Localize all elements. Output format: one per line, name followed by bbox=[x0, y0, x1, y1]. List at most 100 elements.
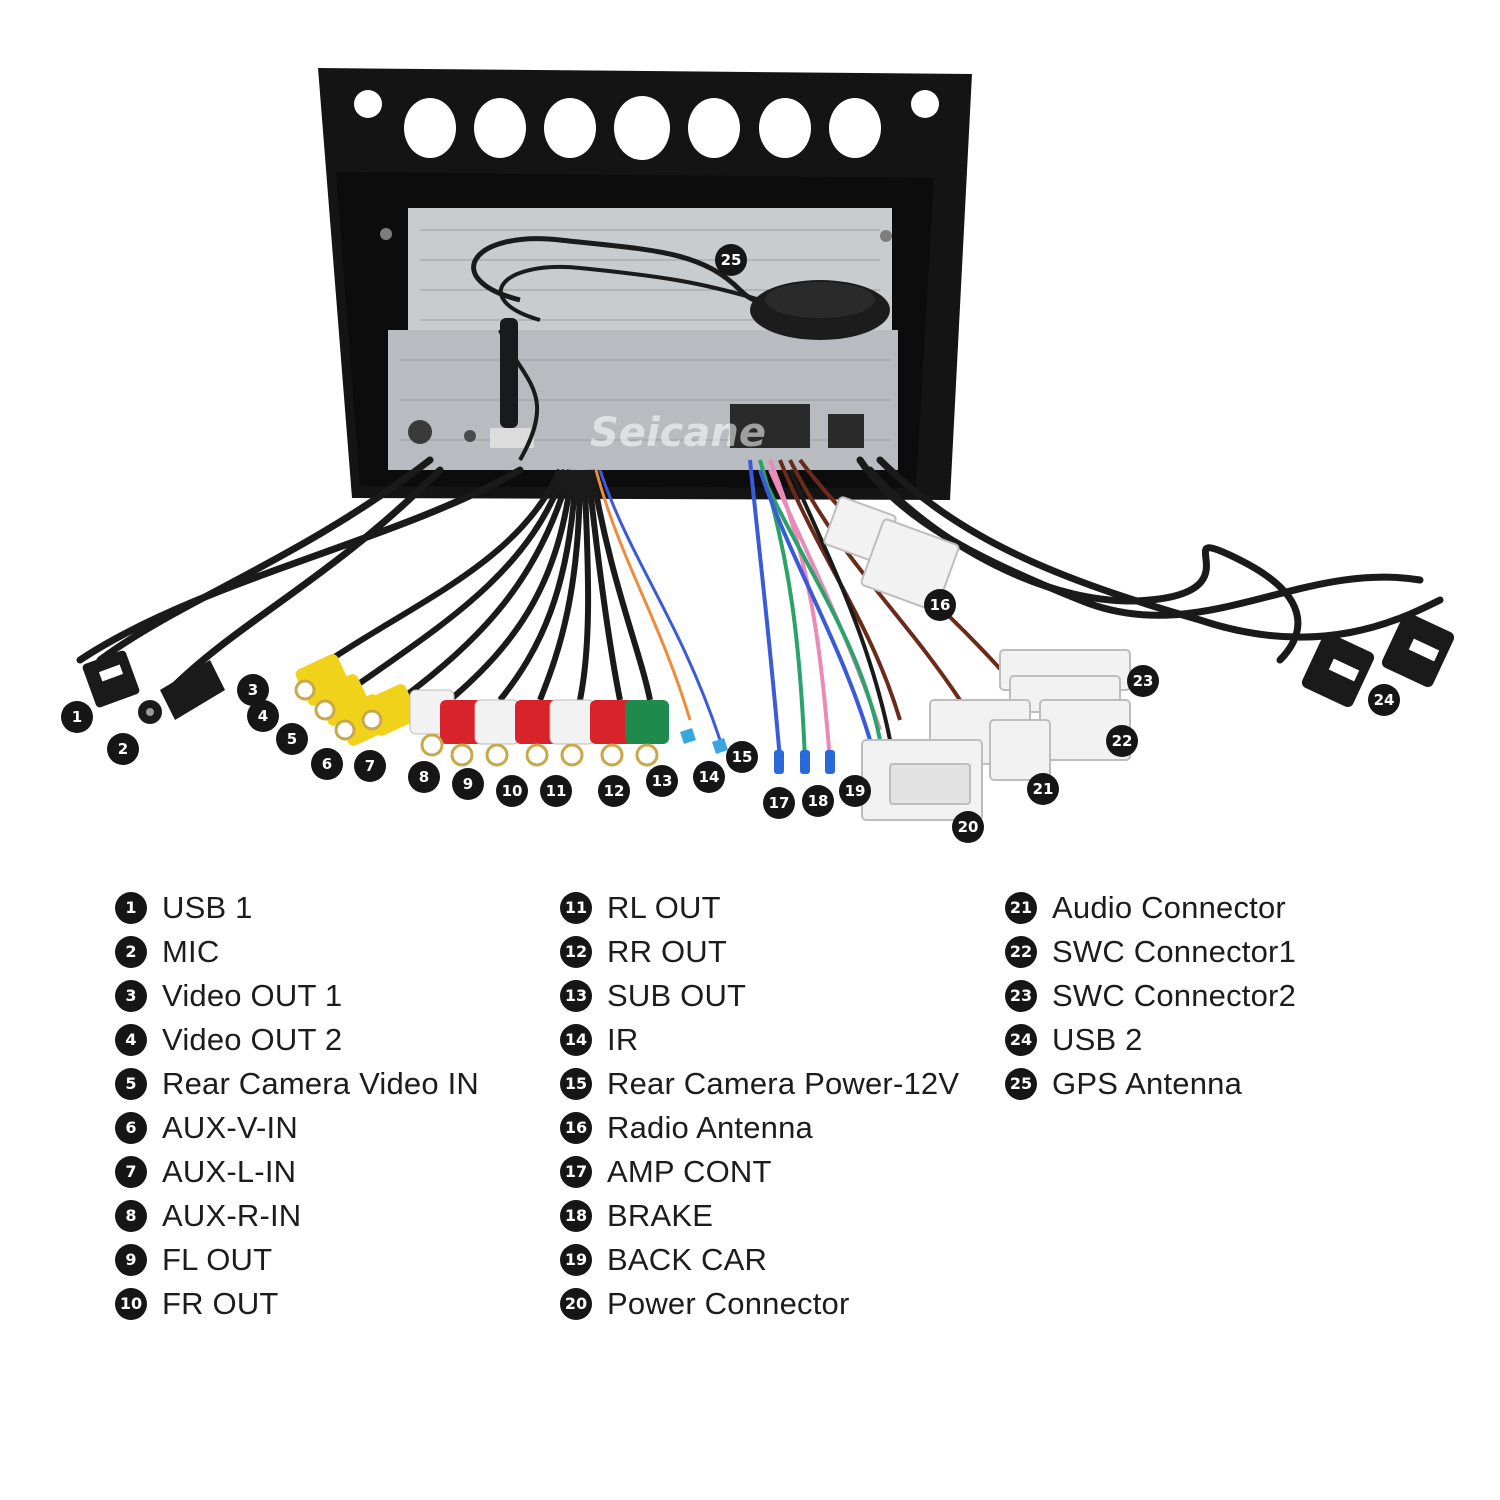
usb2-connector bbox=[1301, 612, 1455, 708]
number-badge: 19 bbox=[560, 1243, 592, 1276]
legend-item-15: 15 Rear Camera Power-12V bbox=[560, 1066, 1000, 1101]
callout-circle bbox=[61, 701, 93, 733]
callout-25: 25 bbox=[715, 244, 747, 276]
callout-14: 14 bbox=[693, 761, 725, 793]
legend-item-17: 17 AMP CONT bbox=[560, 1154, 1000, 1189]
radio-antenna-connector bbox=[823, 496, 960, 612]
callout-circle bbox=[1027, 773, 1059, 805]
callout-circle bbox=[1368, 684, 1400, 716]
rca-wires bbox=[328, 468, 653, 703]
callout-number: 14 bbox=[699, 768, 720, 786]
legend-label: RR OUT bbox=[607, 933, 728, 969]
callout-10: 10 bbox=[496, 775, 528, 807]
callout-circle bbox=[924, 589, 956, 621]
callout-number: 12 bbox=[604, 782, 625, 800]
callout-circle bbox=[693, 761, 725, 793]
frame-holes bbox=[354, 90, 939, 160]
number-badge: 1 bbox=[115, 891, 147, 924]
legend-item-14: 14 IR bbox=[560, 1022, 1000, 1057]
callout-circle bbox=[802, 785, 834, 817]
callout-number: 6 bbox=[322, 755, 332, 773]
legend-label: USB 1 bbox=[162, 889, 253, 925]
legend-label: AMP CONT bbox=[607, 1153, 772, 1189]
legend-label: Rear Camera Power-12V bbox=[607, 1065, 960, 1101]
rca-rr-out bbox=[590, 700, 634, 744]
callout-24: 24 bbox=[1368, 684, 1400, 716]
callout-11: 11 bbox=[540, 775, 572, 807]
legend-label: Radio Antenna bbox=[607, 1109, 813, 1145]
callout-number: 21 bbox=[1033, 780, 1054, 798]
callout-circle bbox=[952, 811, 984, 843]
callout-6: 6 bbox=[311, 748, 343, 780]
legend-label: IR bbox=[607, 1021, 639, 1057]
callout-circle bbox=[452, 768, 484, 800]
callout-number: 8 bbox=[419, 768, 429, 786]
callout-7: 7 bbox=[354, 750, 386, 782]
callout-number: 18 bbox=[808, 792, 829, 810]
callout-18: 18 bbox=[802, 785, 834, 817]
rca-plugs bbox=[294, 654, 728, 767]
rca-fr-out bbox=[515, 700, 559, 744]
number-badge: 21 bbox=[1005, 891, 1037, 924]
callout-circle bbox=[715, 244, 747, 276]
callout-number: 11 bbox=[546, 782, 567, 800]
callout-circle bbox=[1106, 725, 1138, 757]
number-badge: 22 bbox=[1005, 935, 1037, 968]
callout-number: 20 bbox=[958, 818, 979, 836]
number-badge: 23 bbox=[1005, 979, 1037, 1012]
callout-circle bbox=[1127, 665, 1159, 697]
wiring-photo: Seicane bbox=[61, 68, 1455, 843]
gps-antenna bbox=[471, 236, 890, 461]
callout-9: 9 bbox=[452, 768, 484, 800]
callout-number: 5 bbox=[287, 730, 297, 748]
callout-20: 20 bbox=[952, 811, 984, 843]
callout-number: 16 bbox=[930, 596, 951, 614]
number-badge: 17 bbox=[560, 1155, 592, 1188]
callout-circle bbox=[247, 700, 279, 732]
legend-label: SWC Connector1 bbox=[1052, 933, 1297, 969]
number-badge: 11 bbox=[560, 891, 592, 924]
callout-circle bbox=[354, 750, 386, 782]
callout-circle bbox=[598, 775, 630, 807]
number-badge: 6 bbox=[115, 1111, 147, 1144]
callout-17: 17 bbox=[763, 787, 795, 819]
number-badge: 24 bbox=[1005, 1023, 1037, 1056]
callout-circle bbox=[540, 775, 572, 807]
callout-4: 4 bbox=[247, 700, 279, 732]
rca-sub-out bbox=[625, 700, 669, 744]
number-badge: 13 bbox=[560, 979, 592, 1012]
callout-1: 1 bbox=[61, 701, 93, 733]
number-badge: 14 bbox=[560, 1023, 592, 1056]
callout-number: 7 bbox=[365, 757, 375, 775]
power-connector bbox=[861, 739, 983, 821]
legend-label: GPS Antenna bbox=[1052, 1065, 1243, 1101]
legend-label: AUX-L-IN bbox=[162, 1153, 297, 1189]
number-badge: 18 bbox=[560, 1199, 592, 1232]
mic-connector bbox=[138, 660, 225, 724]
number-badge: 15 bbox=[560, 1067, 592, 1100]
legend-label: Video OUT 1 bbox=[162, 977, 343, 1013]
wire-tips bbox=[774, 750, 835, 774]
callout-circle bbox=[646, 765, 678, 797]
callout-circle bbox=[496, 775, 528, 807]
callout-13: 13 bbox=[646, 765, 678, 797]
legend-label: AUX-R-IN bbox=[162, 1197, 302, 1233]
callout-19: 19 bbox=[839, 775, 871, 807]
